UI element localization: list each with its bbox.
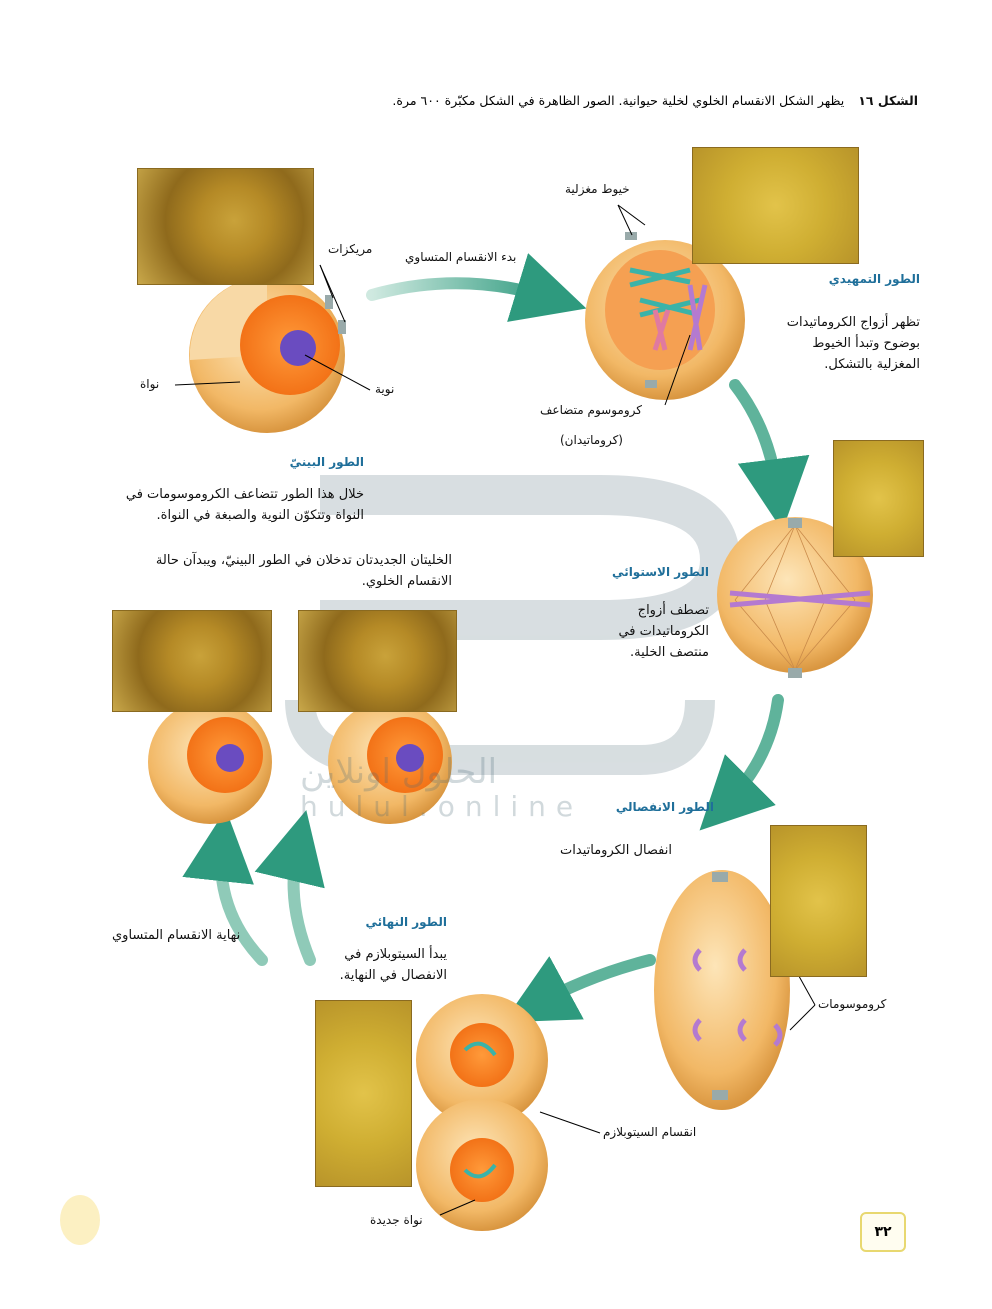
arrow-to-anaphase	[699, 694, 784, 831]
label-cytokinesis: انقسام السيتوبلازم	[603, 1125, 697, 1139]
telophase-title: الطور النهائي	[365, 915, 447, 929]
caption-text: يظهر الشكل الانقسام الخلوي لخلية حيوانية…	[392, 93, 845, 108]
label-start-mitosis: بدء الانقسام المتساوي	[405, 250, 517, 264]
label-nucleolus: نوية	[375, 382, 395, 396]
corner-logo-icon	[60, 1195, 100, 1245]
prophase-text: تظهر أزواج الكروماتيدات بوضوح وتبدأ الخي…	[786, 315, 920, 372]
watermark-arabic: الحلول اونلاين	[300, 752, 498, 792]
micrograph-telophase	[315, 1000, 412, 1187]
arrow-to-metaphase	[729, 379, 810, 531]
micrograph-anaphase	[770, 825, 867, 977]
micrograph-prophase	[692, 147, 859, 264]
label-new-nucleus: نواة جديدة	[370, 1213, 423, 1227]
label-end-mitosis: نهاية الانقسام المتساوي	[112, 928, 241, 943]
micrograph-metaphase	[833, 440, 924, 557]
micrograph-daughter-1	[112, 610, 272, 712]
telophase-text: يبدأ السيتوبلازم في الانفصال في النهاية.	[339, 947, 447, 983]
micrograph-daughter-2	[298, 610, 457, 712]
interphase-title: الطور البينيّ	[289, 455, 364, 469]
label-spindle: خيوط مغزلية	[565, 182, 630, 196]
interphase-text: خلال هذا الطور تتضاعف الكروموسومات في ال…	[125, 487, 364, 523]
arrow-to-daughters-1	[254, 809, 325, 966]
anaphase-title: الطور الانفصالي	[615, 800, 714, 814]
metaphase-text: تصطف أزواج الكروماتيدات في منتصف الخلية.	[618, 603, 709, 660]
daughter-text: الخليتان الجديدتان تدخلان في الطور البين…	[155, 553, 452, 589]
label-chromosomes: كروموسومات	[818, 997, 887, 1011]
metaphase-title: الطور الاستوائي	[612, 565, 709, 579]
daughter-cells	[148, 700, 452, 824]
label-duplicated-chromosome: كروموسوم متضاعف	[540, 403, 642, 417]
page-number: ٣٢	[860, 1212, 906, 1252]
watermark-latin: hulul.online	[300, 790, 584, 823]
label-centrioles: مريكزات	[328, 242, 373, 256]
arrow-start	[366, 253, 587, 322]
label-nucleus: نواة	[140, 377, 160, 391]
figure-caption: الشكل ١٦ يظهر الشكل الانقسام الخلوي لخلي…	[392, 93, 918, 108]
figure-label: الشكل ١٦	[858, 93, 918, 108]
arrow-to-telophase	[503, 954, 656, 1023]
label-chromatids: (كروماتيدان)	[560, 433, 623, 447]
telophase-cells	[416, 994, 601, 1231]
prophase-title: الطور التمهيدي	[828, 272, 920, 286]
interphase-cell	[174, 264, 371, 433]
micrograph-interphase	[137, 168, 314, 285]
anaphase-text: انفصال الكروماتيدات	[560, 843, 672, 858]
prophase-cell	[585, 204, 745, 406]
arrow-to-daughters-2	[182, 809, 268, 966]
